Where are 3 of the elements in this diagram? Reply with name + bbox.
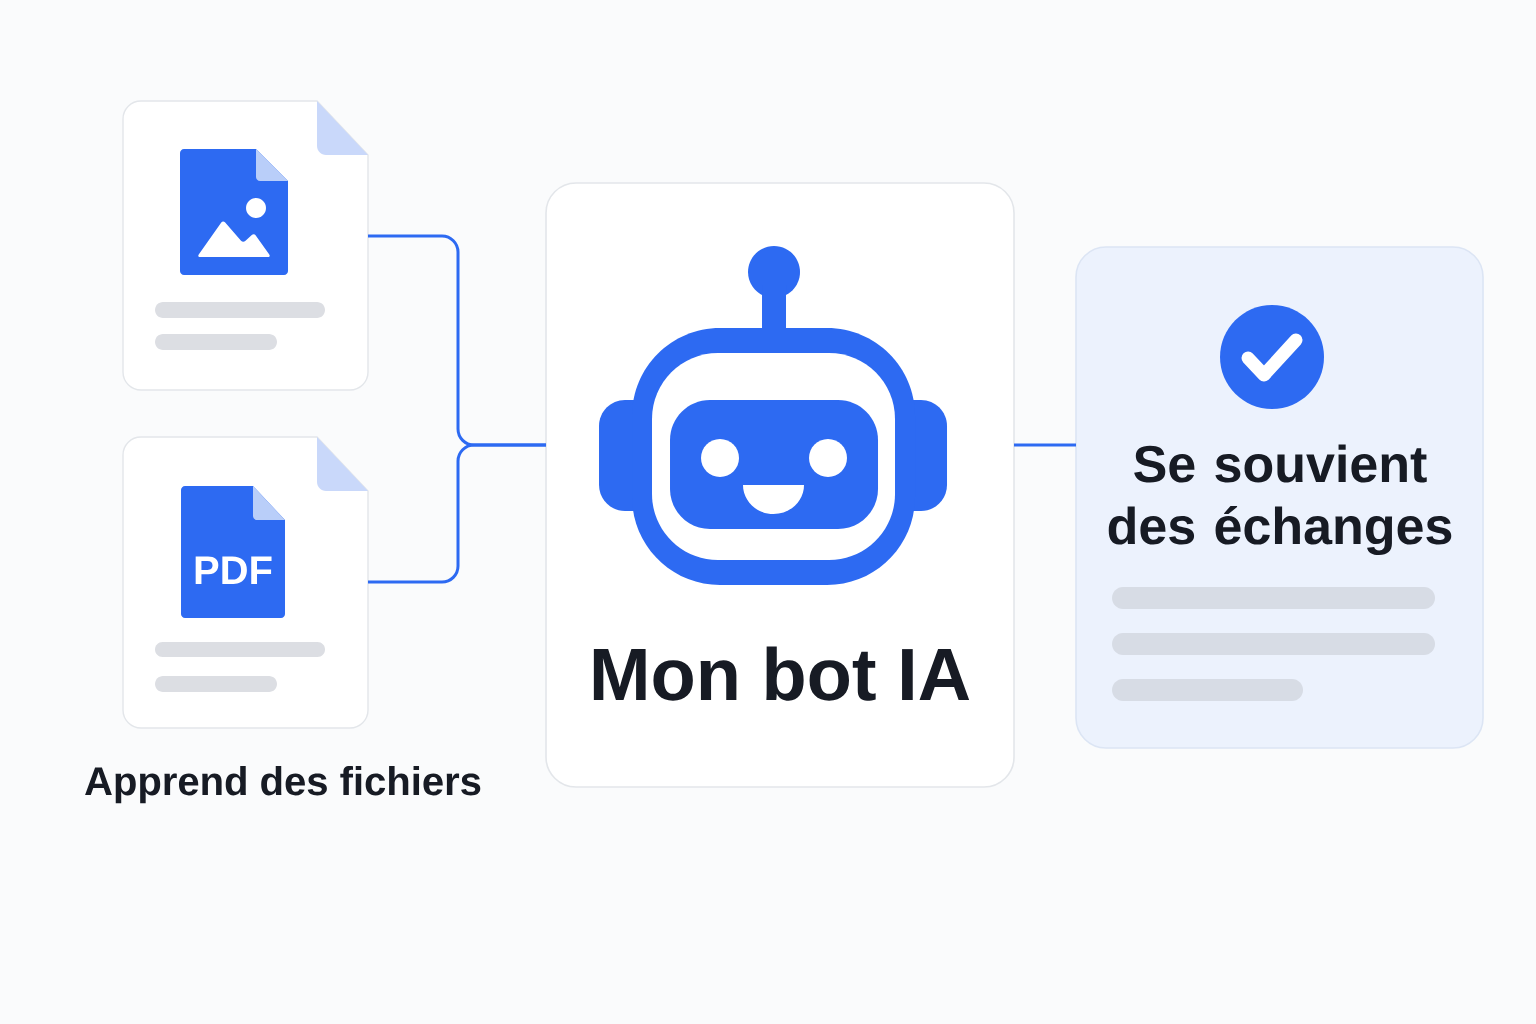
connector-line [368,443,546,584]
caption-text: Apprend des fichiers [85,766,481,804]
connector-line [1014,443,1076,447]
